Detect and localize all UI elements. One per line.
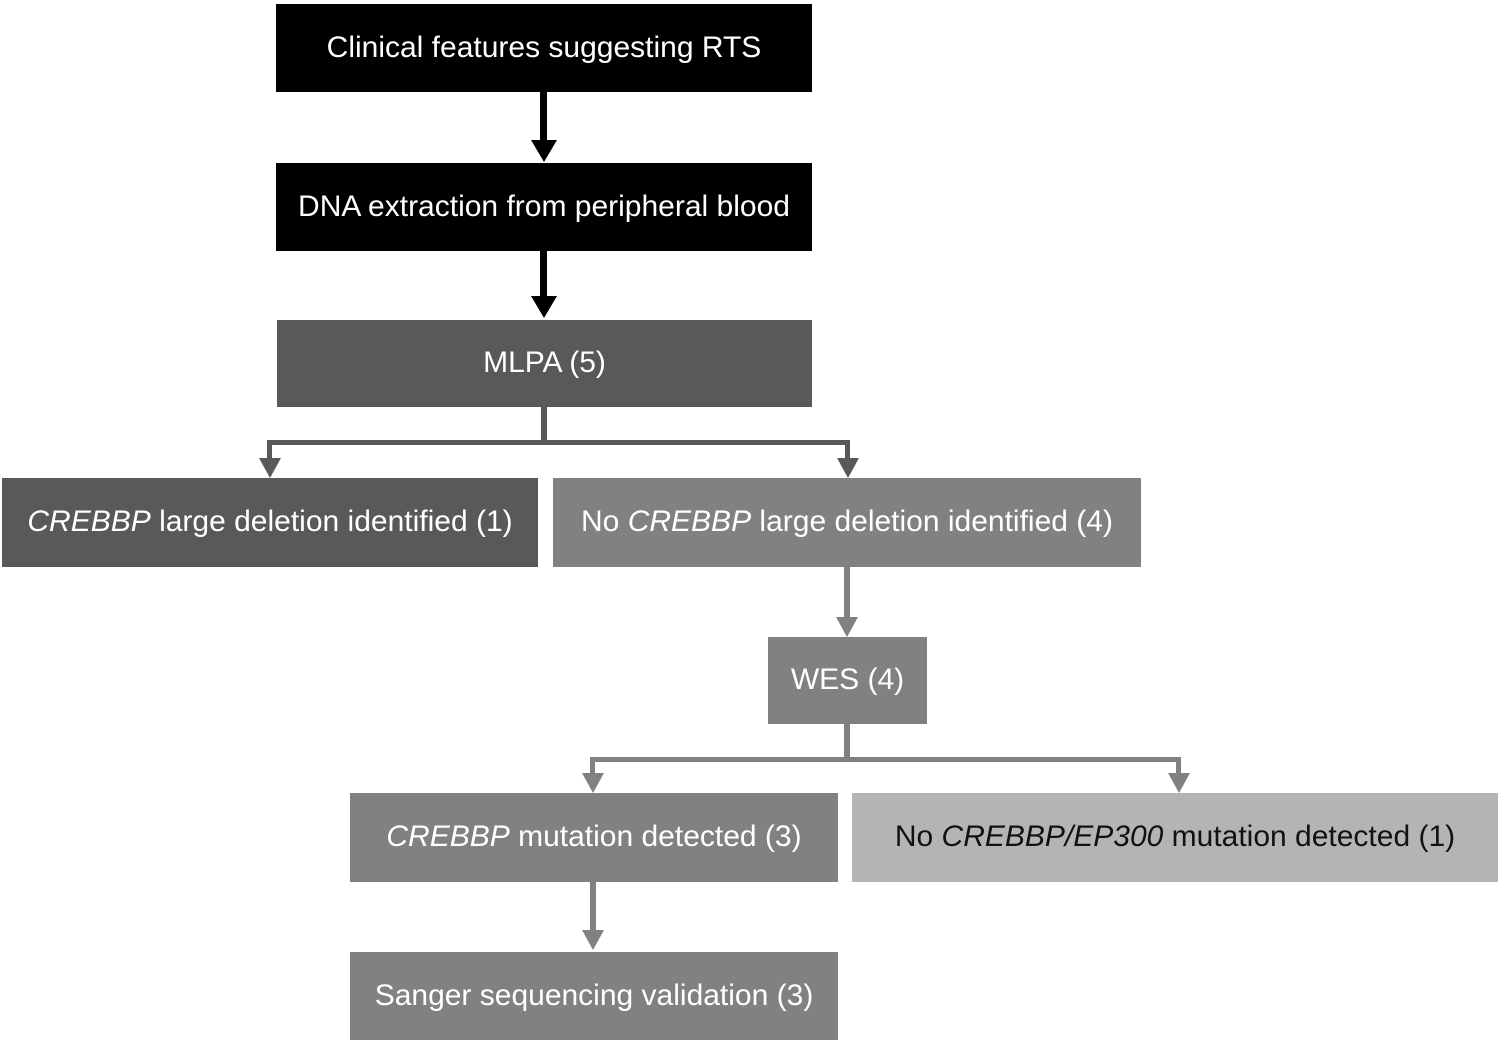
- connector-wes-stem: [844, 724, 850, 762]
- node-mlpa: MLPA (5): [277, 320, 812, 407]
- node-wes-label: WES (4): [790, 663, 905, 697]
- arrow-dna-to-mlpa-head-icon: [531, 296, 557, 318]
- node-crebbp-mutation-label: CREBBP mutation detected (3): [386, 820, 802, 854]
- arrow-no-deletion-to-wes-line: [844, 567, 850, 619]
- node-dna-extraction: DNA extraction from peripheral blood: [276, 163, 812, 251]
- connector-mlpa-right-drop: [845, 440, 850, 460]
- connector-mlpa-stem: [541, 407, 547, 445]
- arrow-mutation-to-sanger-head-icon: [582, 930, 604, 950]
- node-wes: WES (4): [768, 637, 927, 724]
- node-clinical-features-label: Clinical features suggesting RTS: [326, 30, 762, 64]
- node-dna-extraction-label: DNA extraction from peripheral blood: [298, 189, 790, 223]
- connector-wes-right-drop: [1176, 757, 1181, 775]
- arrow-mlpa-to-deletion-head-icon: [259, 458, 281, 478]
- node-no-crebbp-ep300-mutation: No CREBBP/EP300 mutation detected (1): [852, 793, 1498, 882]
- arrow-mlpa-to-no-deletion-head-icon: [837, 458, 859, 478]
- node-crebbp-mutation-detected: CREBBP mutation detected (3): [350, 793, 838, 882]
- node-crebbp-large-deletion-label: CREBBP large deletion identified (1): [27, 505, 513, 539]
- node-mlpa-label: MLPA (5): [483, 346, 606, 380]
- connector-wes-horizontal: [590, 757, 1181, 762]
- arrow-wes-to-mutation-head-icon: [582, 773, 604, 793]
- connector-wes-left-drop: [590, 757, 595, 775]
- node-clinical-features: Clinical features suggesting RTS: [276, 4, 812, 92]
- node-no-crebbp-large-deletion: No CREBBP large deletion identified (4): [553, 478, 1141, 567]
- arrow-no-deletion-to-wes-head-icon: [836, 617, 858, 637]
- arrow-clinical-to-dna-line: [540, 92, 547, 142]
- arrow-mutation-to-sanger-line: [590, 882, 596, 932]
- node-no-crebbp-large-deletion-label: No CREBBP large deletion identified (4): [581, 505, 1113, 539]
- node-sanger-validation: Sanger sequencing validation (3): [350, 952, 838, 1040]
- arrow-clinical-to-dna-head-icon: [531, 140, 557, 162]
- node-sanger-validation-label: Sanger sequencing validation (3): [374, 978, 814, 1012]
- connector-mlpa-left-drop: [267, 440, 272, 460]
- connector-mlpa-horizontal: [267, 440, 850, 445]
- arrow-wes-to-no-mutation-head-icon: [1168, 773, 1190, 793]
- node-no-crebbp-ep300-mutation-label: No CREBBP/EP300 mutation detected (1): [894, 820, 1456, 854]
- node-crebbp-large-deletion-identified: CREBBP large deletion identified (1): [2, 478, 538, 567]
- arrow-dna-to-mlpa-line: [540, 251, 547, 298]
